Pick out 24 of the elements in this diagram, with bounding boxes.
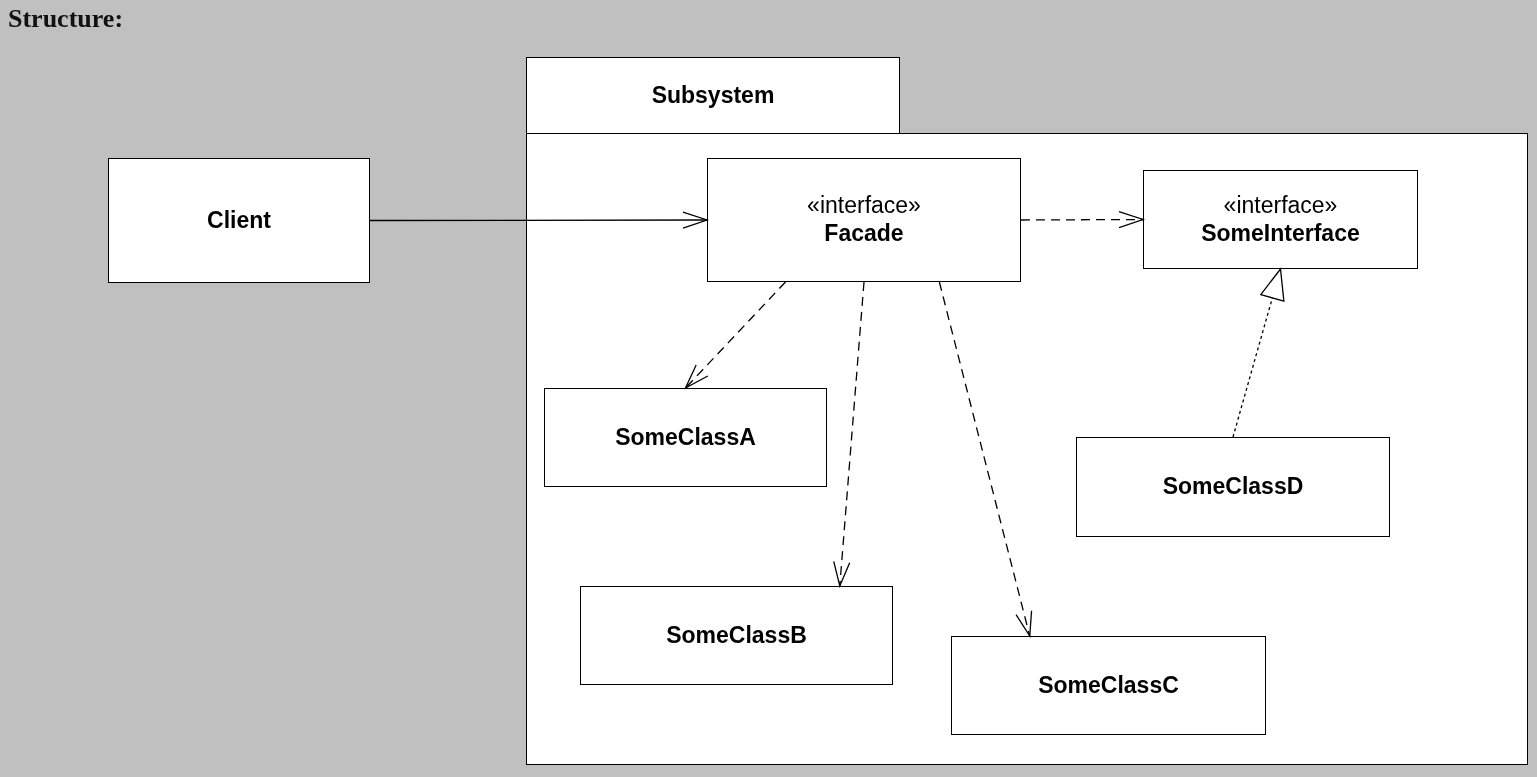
dependency-arrow (833, 281, 865, 587)
stereotype: «interface» (807, 192, 921, 220)
class-box (707, 158, 1021, 282)
class-box (951, 636, 1266, 735)
dependency-arrow (938, 281, 1033, 637)
class-name: Facade (824, 220, 904, 248)
class-name: SomeClassA (615, 423, 756, 452)
class-name: Client (207, 206, 271, 235)
realization-arrow (1232, 268, 1285, 438)
dependency-arrow (1020, 210, 1144, 229)
dependency-arrow (684, 281, 787, 389)
class-name: SomeClassD (1162, 473, 1304, 501)
class-name: SomeClassB (666, 621, 807, 650)
class-name: SomeClassC (1038, 671, 1179, 700)
class-box (544, 388, 827, 487)
package-name: Subsystem (651, 81, 775, 110)
stereotype: «interface» (1223, 191, 1338, 220)
class-box (580, 586, 893, 685)
class-box (1076, 437, 1390, 537)
dependency-arrow (369, 211, 708, 229)
class-box (1143, 170, 1418, 269)
class-box (108, 158, 370, 283)
title: Structure: (8, 4, 124, 34)
class-name: SomeInterface (1201, 219, 1360, 248)
